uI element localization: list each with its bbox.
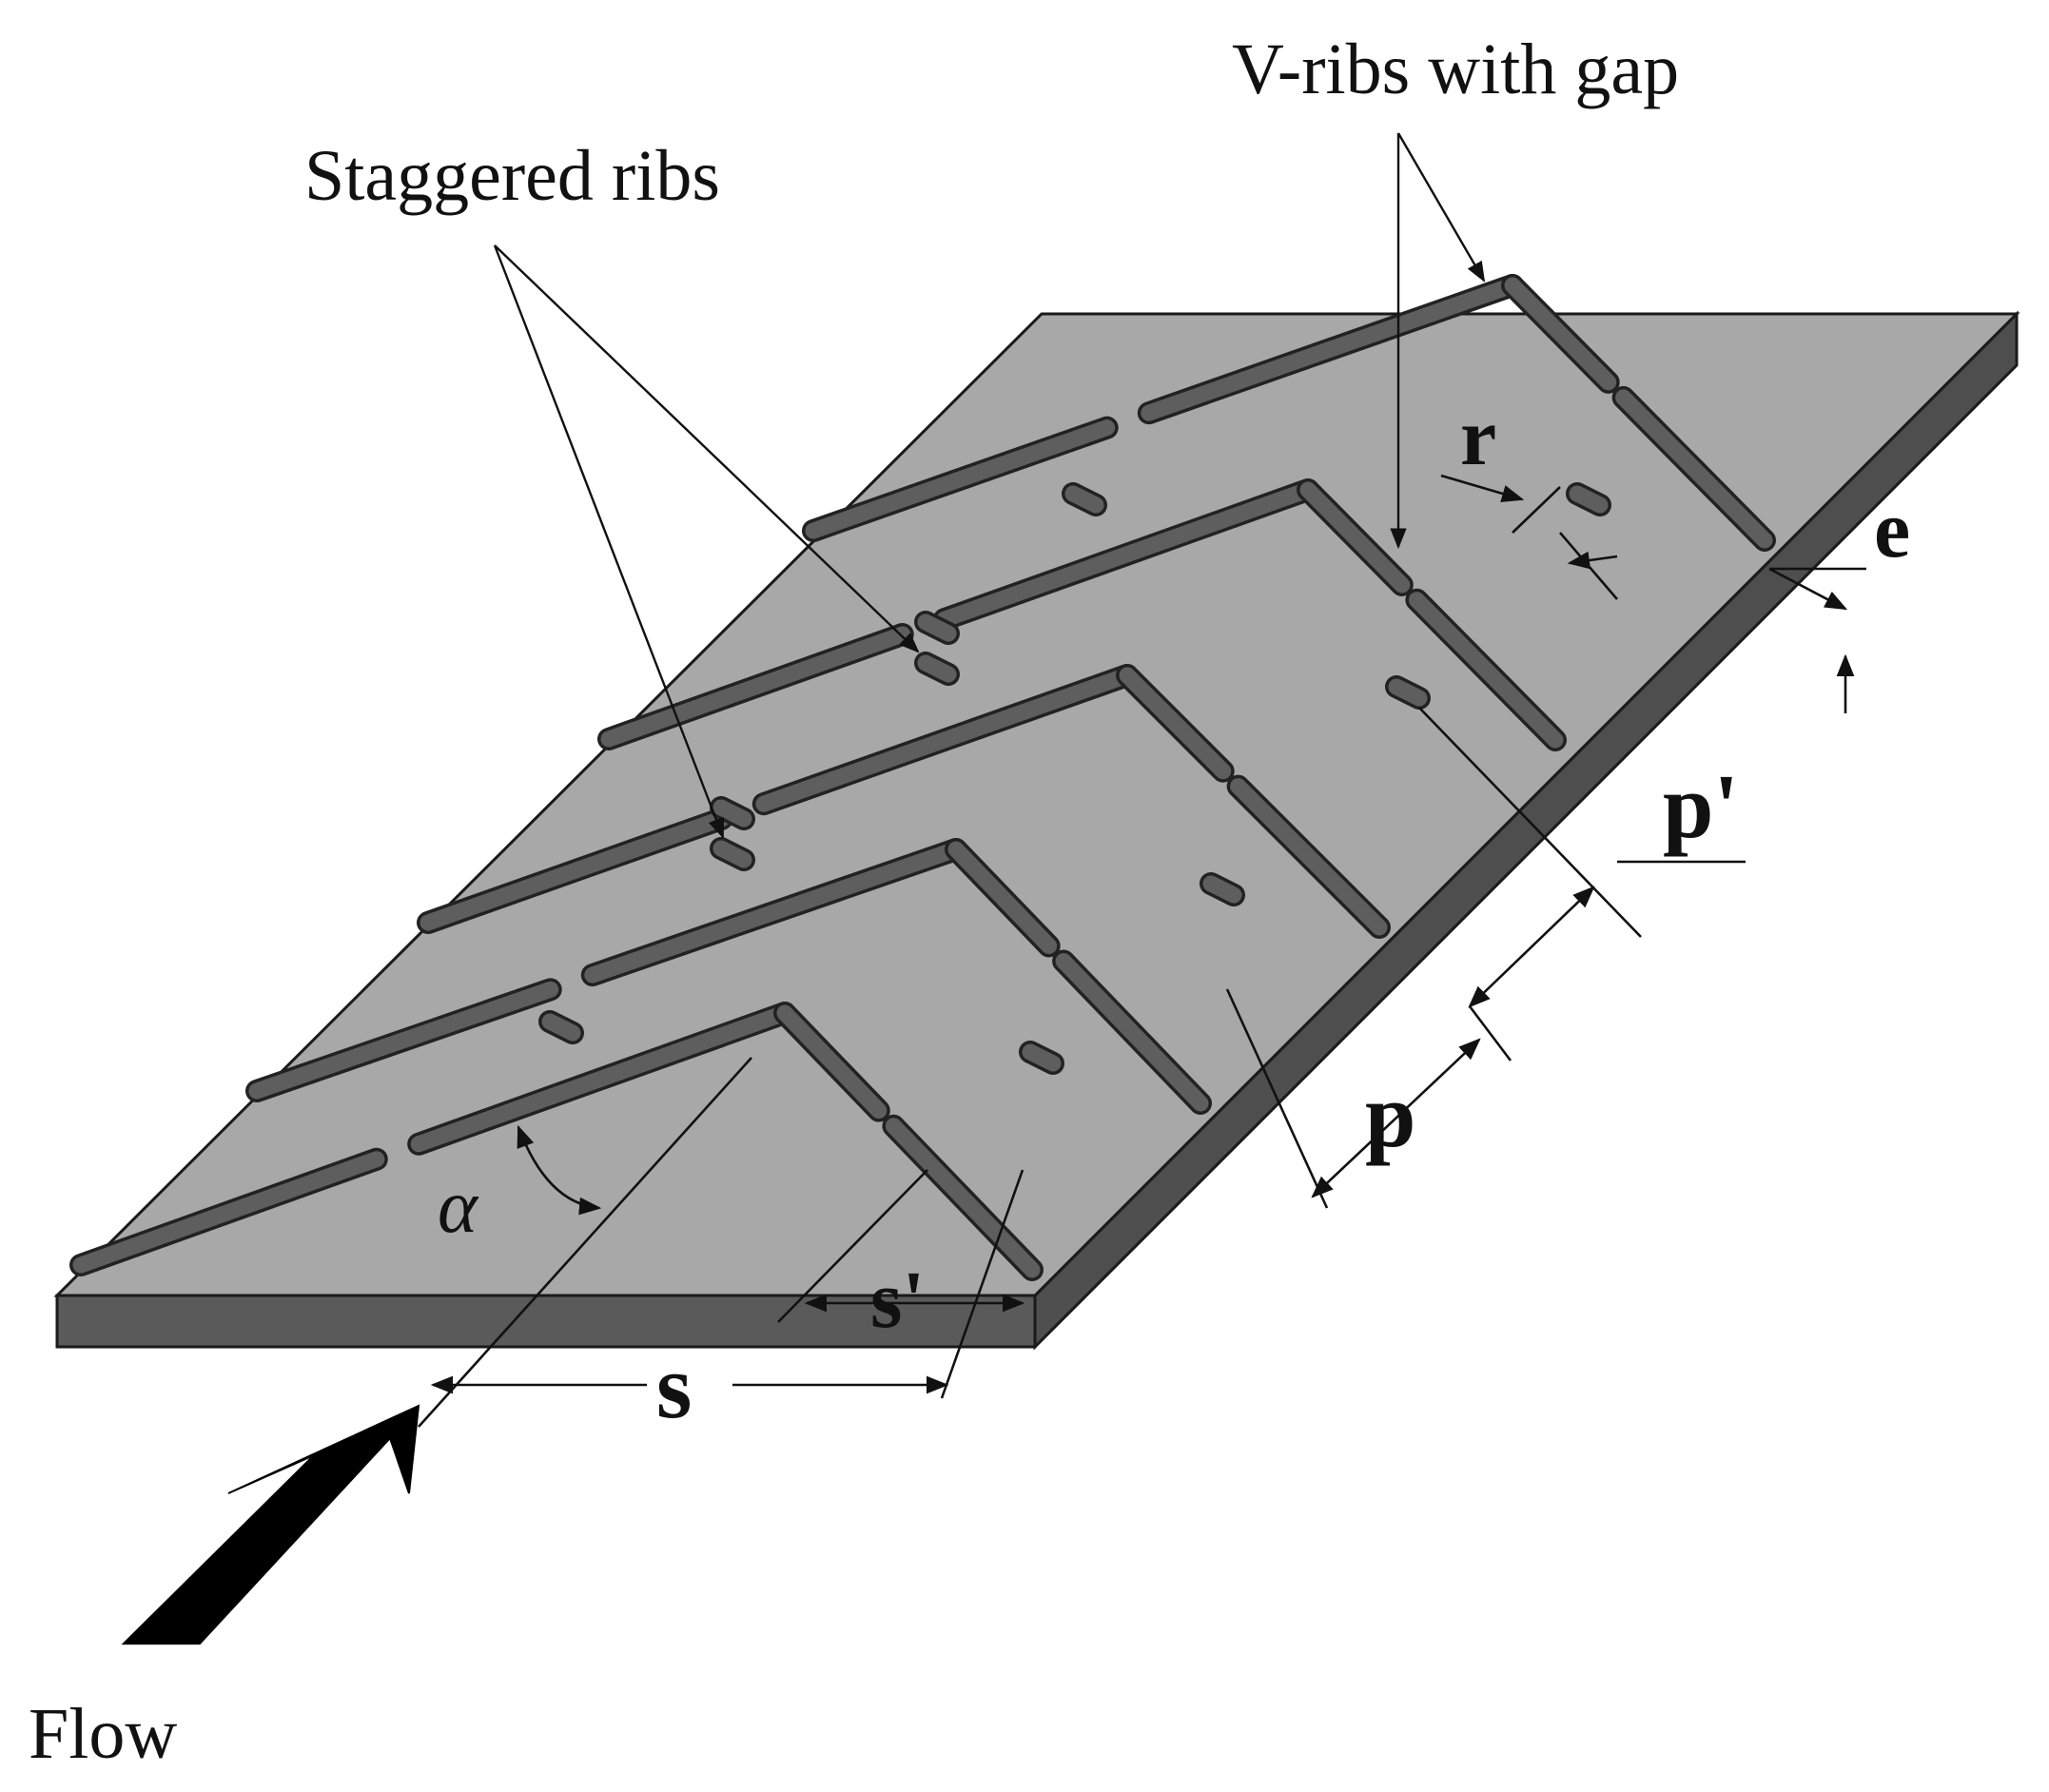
v-rib-5-left-inner	[410, 1004, 793, 1153]
plate-top-surface	[53, 312, 2020, 1297]
staggered-rib-3	[917, 654, 957, 683]
v-rib-3-left-inner	[755, 667, 1136, 812]
staggered-rib-7	[1202, 875, 1242, 904]
v-rib-2-right-outer	[1408, 592, 1564, 749]
v-ribs-group	[69, 274, 1776, 1281]
v-rib-4-left-outer	[248, 981, 559, 1100]
s-label: s	[656, 1335, 692, 1437]
s-dimension	[430, 1169, 1024, 1399]
v-rib-1-left-inner	[1141, 277, 1521, 421]
r-label: r	[1460, 391, 1496, 482]
v-rib-3-left-outer	[420, 810, 731, 931]
staggered-ribs-group	[538, 482, 1611, 1075]
v-rib-5-left-outer	[72, 1151, 385, 1274]
v-rib-5-right-outer	[885, 1118, 1041, 1278]
staggered-rib-6	[712, 840, 752, 868]
p-prime-label: p'	[1663, 755, 1739, 857]
v-rib-1-right-inner	[1504, 277, 1617, 391]
flow-label: Flow	[29, 1694, 177, 1774]
v-rib-2-left-inner	[936, 481, 1317, 628]
staggered-ribs-leaders	[493, 244, 920, 840]
flow-arrow-icon	[121, 1404, 420, 1645]
p-dimension	[1225, 988, 1512, 1209]
v-rib-3-right-inner	[1119, 667, 1232, 780]
staggered-rib-2	[917, 614, 957, 642]
staggered-rib-8	[541, 1013, 581, 1042]
staggered-rib-9	[1022, 1043, 1062, 1072]
staggered-rib-10	[1569, 485, 1609, 514]
p-label: p	[1365, 1064, 1415, 1166]
staggered-rib-4	[1388, 678, 1428, 707]
v-rib-1-left-outer	[805, 419, 1116, 539]
alpha-label: α	[438, 1165, 479, 1249]
v-ribs-label: V-ribs with gap	[1232, 29, 1679, 109]
v-rib-4-right-outer	[1055, 952, 1209, 1112]
v-rib-2-left-outer	[600, 626, 911, 748]
s-prime-label: s'	[870, 1254, 925, 1345]
e-label: e	[1874, 483, 1910, 575]
e-dimension	[1768, 567, 1866, 713]
v-rib-3-right-outer	[1230, 778, 1388, 936]
staggered-rib-5	[712, 799, 752, 828]
r-dimension	[1440, 474, 1618, 600]
staggered-ribs-label: Staggered ribs	[304, 136, 720, 216]
alpha-angle	[418, 1057, 752, 1428]
s-prime-dimension	[777, 1169, 1025, 1323]
staggered-rib-1	[1064, 485, 1104, 514]
v-rib-1-right-outer	[1615, 389, 1773, 549]
v-rib-2-right-inner	[1299, 481, 1411, 594]
v-ribs-leaders	[1390, 132, 1486, 550]
v-rib-5-right-inner	[776, 1004, 888, 1120]
p-prime-dimension	[1418, 707, 1746, 1008]
v-rib-4-left-inner	[584, 841, 965, 984]
v-rib-4-right-inner	[947, 841, 1058, 954]
